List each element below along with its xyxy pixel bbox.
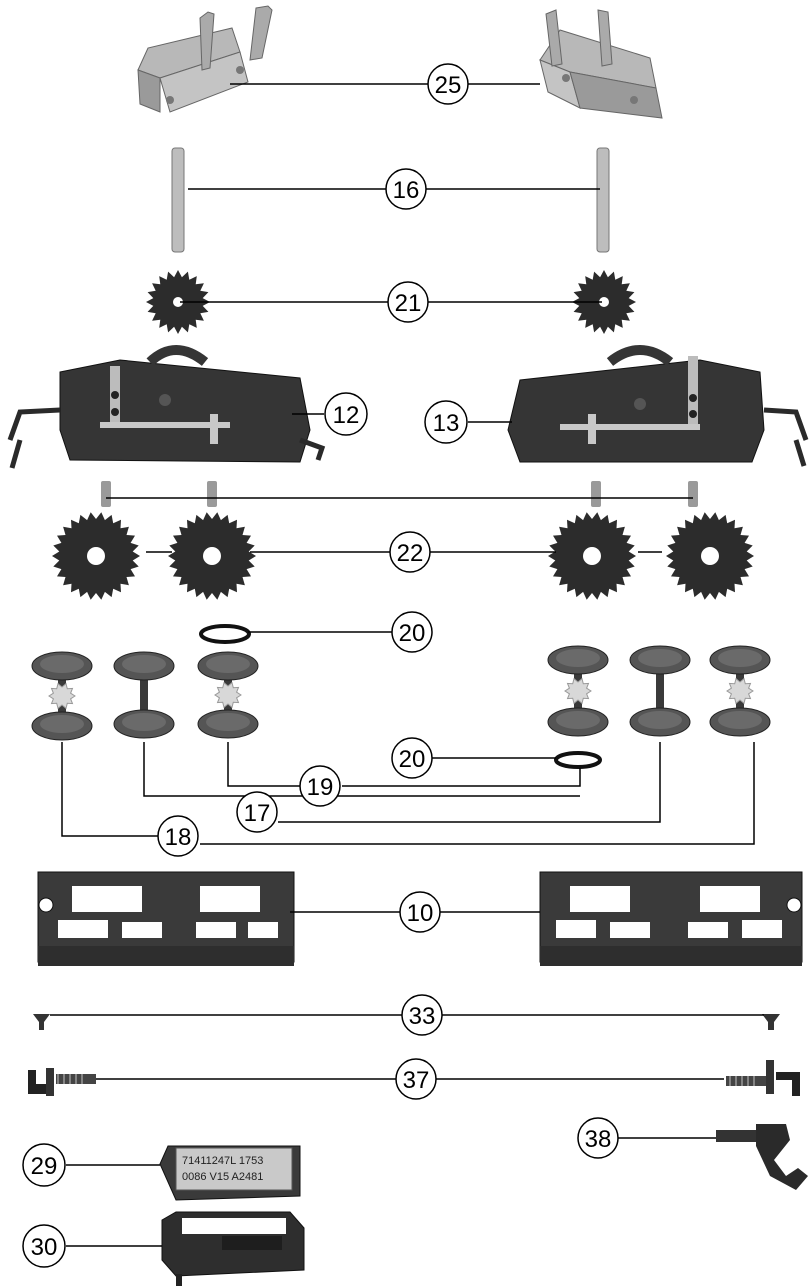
callout-17-text: 17: [244, 800, 271, 827]
gearbox-housing-right: [507, 345, 809, 467]
callout-37-text: 37: [403, 1067, 430, 1094]
callout-37: 37: [395, 1058, 437, 1100]
callout-12-text: 12: [333, 402, 360, 429]
gear-hub: [87, 547, 105, 565]
gear-hub: [583, 547, 601, 565]
frame-left: [37, 871, 295, 966]
wheelset-5: [629, 645, 691, 737]
callout-33-text: 33: [409, 1003, 436, 1030]
callout-12: 12: [324, 392, 368, 436]
callout-22-text: 22: [397, 540, 424, 567]
wheel-disc: [718, 649, 762, 667]
gearbox-housing-left: [7, 345, 326, 469]
callout-19-text: 19: [307, 774, 334, 801]
callout-20-top: 20: [391, 611, 433, 653]
wheel-disc: [122, 655, 166, 673]
wheel-disc: [206, 713, 250, 731]
wheel-disc: [206, 655, 250, 673]
axle-gear: [564, 677, 592, 705]
frame-right: [539, 871, 803, 966]
callout-13: 13: [424, 400, 468, 444]
wheel-disc: [638, 649, 682, 667]
gear-large-4: [666, 512, 754, 600]
traction-ring-bottom: [554, 751, 602, 769]
shaft-left: [171, 147, 185, 253]
axle-gear: [48, 682, 76, 710]
gear-pins: [101, 481, 698, 507]
bracket-right: [539, 9, 663, 119]
axle-gear: [726, 677, 754, 705]
wheelset-3: [197, 651, 259, 739]
callout-19: 19: [299, 765, 341, 807]
callout-17: 17: [236, 791, 278, 833]
callout-30: 30: [22, 1224, 66, 1268]
callout-30-text: 30: [31, 1234, 58, 1261]
coupler-head: [716, 1124, 808, 1190]
gear-hub: [701, 547, 719, 565]
axle-gear: [214, 681, 242, 709]
callout-29-text: 29: [31, 1153, 58, 1180]
speaker-print-line1: 71411247L 1753: [182, 1155, 263, 1167]
callout-38: 38: [577, 1117, 619, 1159]
wheel-disc: [122, 713, 166, 731]
gear-small-left: [146, 270, 210, 334]
gear-large-2: [168, 512, 256, 600]
wheel-disc: [40, 715, 84, 733]
gear-hub: [203, 547, 221, 565]
callout-20-bottom: 20: [391, 737, 433, 779]
wheelsets: [31, 645, 771, 741]
callout-21-text: 21: [395, 290, 422, 317]
wheel-disc: [638, 711, 682, 729]
screw-right: [762, 1014, 780, 1030]
coupler-right: [726, 1060, 800, 1096]
wheelset-4: [547, 645, 609, 737]
callout-29: 29: [22, 1143, 66, 1187]
gear-large-3: [548, 512, 636, 600]
callout-25: 25: [427, 63, 469, 105]
callout-16-text: 16: [393, 177, 420, 204]
wheelset-6: [709, 645, 771, 737]
bracket-left: [137, 5, 273, 113]
wheel-disc: [40, 655, 84, 673]
callout-38-text: 38: [585, 1126, 612, 1153]
wheelset-axle: [140, 666, 148, 724]
callout-18: 18: [157, 815, 199, 857]
callout-20-top-text: 20: [399, 620, 426, 647]
callout-21: 21: [387, 281, 429, 323]
callout-22: 22: [389, 531, 431, 573]
gear-small-right: [572, 270, 636, 334]
gear-large-1: [52, 512, 140, 600]
callout-20-bottom-text: 20: [399, 746, 426, 773]
gear-hub: [173, 297, 183, 307]
wheel-disc: [718, 711, 762, 729]
callout-16: 16: [385, 168, 427, 210]
coupler-left: [28, 1068, 96, 1096]
wheelset-axle: [656, 660, 664, 722]
speaker-housing: [161, 1211, 305, 1286]
callout-13-text: 13: [433, 410, 460, 437]
wheelset-2: [113, 651, 175, 739]
leader-lines: [50, 83, 764, 1247]
callout-33: 33: [401, 994, 443, 1036]
traction-ring-top: [199, 624, 251, 644]
callout-18-text: 18: [165, 824, 192, 851]
wheel-disc: [556, 649, 600, 667]
wheel-disc: [556, 711, 600, 729]
callout-10: 10: [399, 891, 441, 933]
gear-hub: [599, 297, 609, 307]
screw-left: [33, 1014, 50, 1030]
speaker: 71411247L 1753 0086 V15 A2481: [159, 1145, 301, 1201]
speaker-print-line2: 0086 V15 A2481: [182, 1171, 263, 1183]
callout-25-text: 25: [435, 72, 462, 99]
callout-10-text: 10: [407, 900, 434, 927]
wheelset-1: [31, 651, 93, 741]
shaft-right: [596, 147, 610, 253]
